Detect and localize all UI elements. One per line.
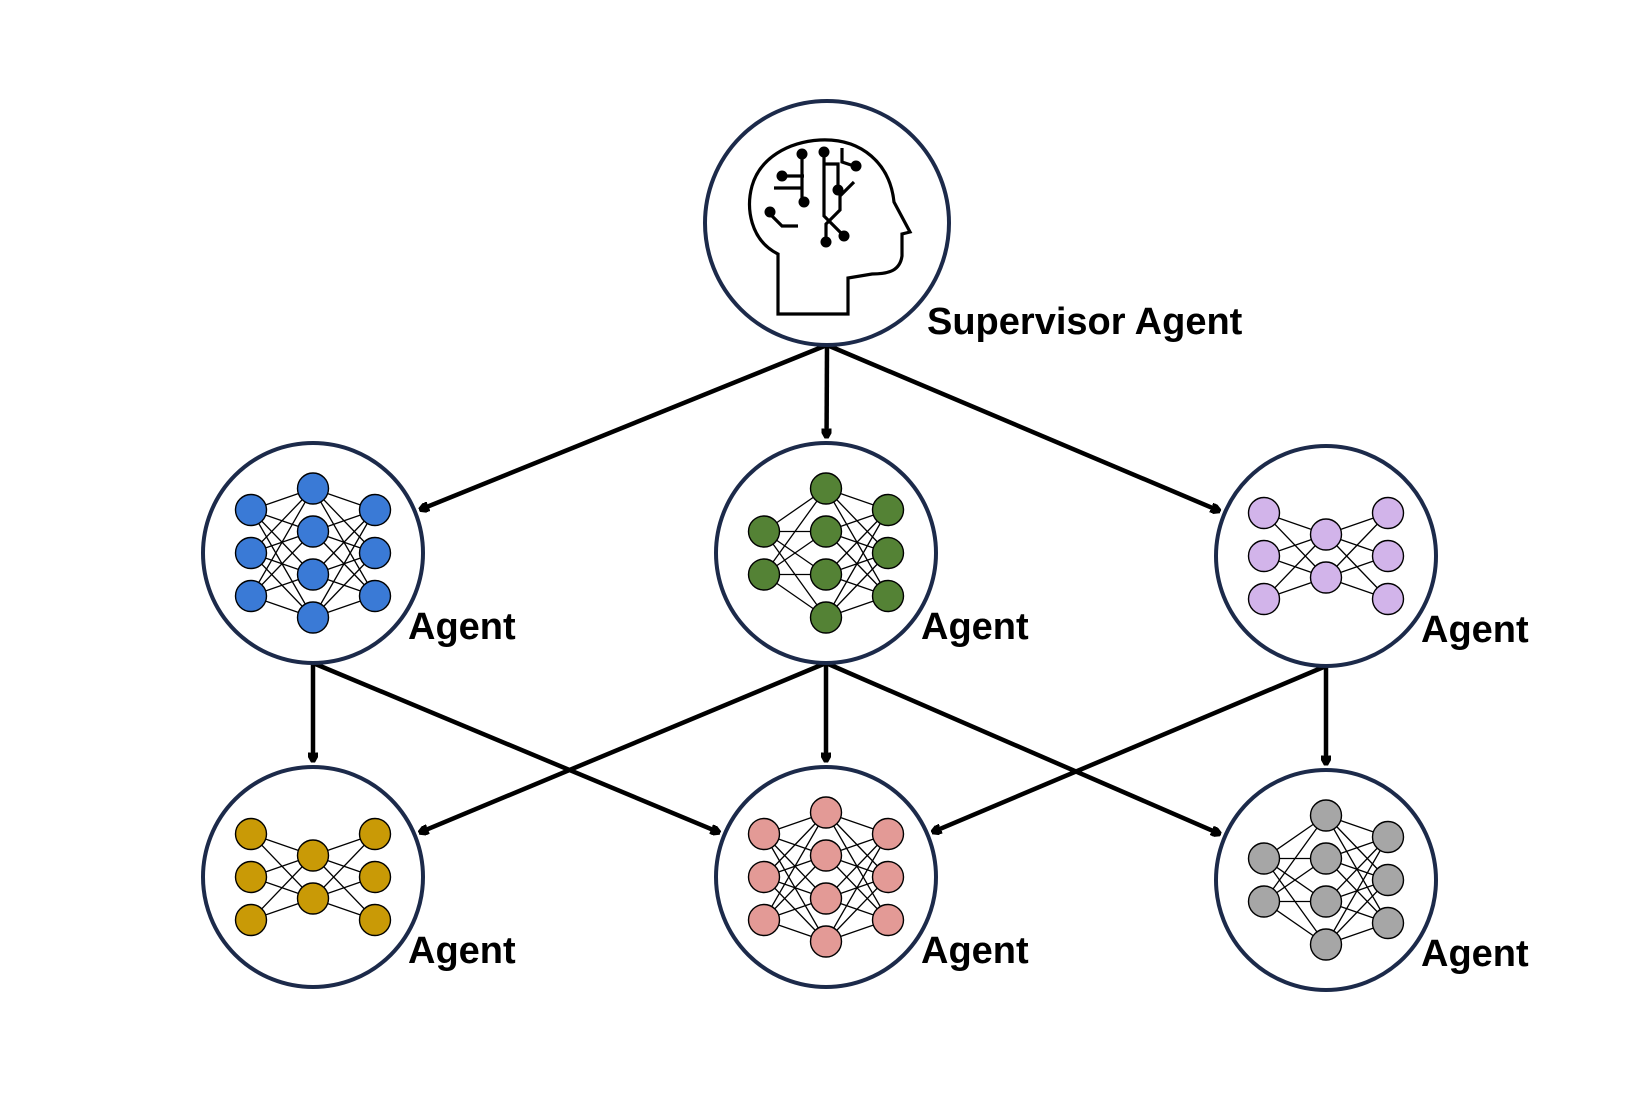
neuron-node	[1371, 539, 1405, 573]
neuron-node	[234, 903, 268, 937]
neural-network-icon	[1247, 799, 1405, 961]
neuron-node	[1247, 496, 1281, 530]
neural-network-icon	[747, 472, 905, 634]
agent-node: Agent	[201, 441, 516, 665]
agent-node: Agent	[714, 765, 1029, 989]
supervisor-agent-node: Supervisor Agent	[703, 99, 1243, 347]
neuron-node	[1247, 842, 1281, 875]
agent-node: Agent	[1214, 444, 1529, 668]
neuron-node	[358, 493, 392, 527]
agent-label: Agent	[1421, 933, 1529, 975]
neuron-node	[234, 493, 268, 527]
neuron-node	[809, 601, 843, 634]
neuron-node	[871, 817, 905, 851]
neuron-node	[1247, 582, 1281, 616]
neuron-node	[747, 558, 781, 591]
agent-label: Agent	[1421, 609, 1529, 651]
neuron-node	[809, 796, 843, 829]
edges-layer	[312, 342, 1327, 834]
neuron-node	[358, 817, 392, 851]
neuron-node	[296, 472, 330, 505]
neuron-node	[296, 601, 330, 634]
neuron-node	[296, 558, 330, 591]
neuron-node	[871, 493, 905, 527]
neuron-node	[809, 882, 843, 915]
neural-network-icon	[747, 796, 905, 958]
neuron-node	[358, 903, 392, 937]
neuron-node	[871, 860, 905, 894]
neuron-node	[809, 839, 843, 872]
neuron-node	[358, 860, 392, 894]
edge-arrow	[933, 663, 1327, 832]
agent-label: Agent	[408, 930, 516, 972]
neuron-node	[1309, 799, 1343, 832]
neuron-node	[809, 925, 843, 958]
agent-label: Agent	[921, 930, 1029, 972]
neuron-node	[747, 860, 781, 894]
neuron-node	[296, 515, 330, 548]
neuron-node	[234, 536, 268, 570]
agent-label: Agent	[921, 606, 1029, 648]
neuron-node	[1247, 539, 1281, 573]
neuron-node	[234, 579, 268, 613]
neural-network-icon	[234, 472, 392, 634]
edge-arrow	[420, 660, 827, 832]
brain-circuit-head-icon	[748, 138, 913, 316]
neuron-node	[1371, 863, 1405, 897]
edge-arrow	[312, 660, 719, 832]
neuron-node	[234, 860, 268, 894]
neuron-node	[296, 882, 330, 915]
neuron-node	[1371, 906, 1405, 940]
neuron-node	[871, 903, 905, 937]
neuron-node	[1309, 885, 1343, 918]
neuron-node	[809, 558, 843, 591]
neuron-node	[747, 903, 781, 937]
supervisor-agent-label: Supervisor Agent	[927, 301, 1243, 343]
edge-arrow	[826, 342, 1219, 511]
neuron-node	[1371, 496, 1405, 530]
neuron-node	[296, 839, 330, 872]
agent-label: Agent	[408, 606, 516, 648]
agent-node: Agent	[714, 441, 1029, 665]
neuron-node	[809, 515, 843, 548]
agent-node: Agent	[201, 765, 516, 989]
neuron-node	[358, 536, 392, 570]
neuron-node	[1371, 820, 1405, 854]
neuron-node	[747, 515, 781, 548]
neuron-node	[358, 579, 392, 613]
neuron-node	[1309, 561, 1343, 594]
neuron-node	[234, 817, 268, 851]
neuron-node	[1371, 582, 1405, 616]
neuron-node	[1309, 518, 1343, 551]
neuron-node	[871, 536, 905, 570]
neural-network-icon	[234, 817, 392, 937]
neuron-node	[1309, 842, 1343, 875]
neural-network-icon	[1247, 496, 1405, 616]
neuron-node	[871, 579, 905, 613]
agent-node: Agent	[1214, 768, 1529, 992]
neuron-node	[1309, 928, 1343, 961]
neuron-node	[747, 817, 781, 851]
neuron-node	[809, 472, 843, 505]
edge-arrow	[825, 660, 1220, 834]
neuron-node	[1247, 885, 1281, 918]
edge-arrow	[421, 342, 828, 509]
